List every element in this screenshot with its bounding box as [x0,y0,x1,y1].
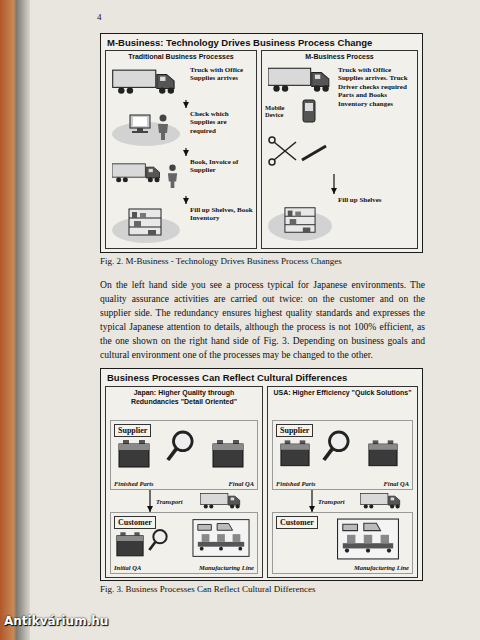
magnifier-icon [324,432,348,460]
party-box: SupplierFinished Parts Final QA [110,420,258,490]
figure-caption: Fig. 3. Business Processes Can Reflect C… [100,584,430,594]
book-spine [0,0,30,640]
flow-arrow [185,100,186,108]
figure-caption: Fig. 2. M-Business - Technology Drives B… [100,256,430,266]
label-holder: Fig. 2. M-Business - Technology Drives B… [100,256,430,266]
magnifier-icon [168,432,192,460]
truck-icon [200,493,239,508]
label-holder: On the left hand side you see a process … [100,278,425,361]
edge-label: Transport [317,498,346,505]
party-name: Customer [114,516,156,529]
part-label: Final QA [229,480,254,487]
process-panel: Traditional Business ProcessesTruck with… [105,50,257,249]
step-text: Fill up Shelves [338,194,415,204]
party-box: SupplierFinished Parts Final QA [272,420,413,490]
process-step: Truck with Office Supplies arrives. Truc… [264,64,415,174]
party-name: Supplier [276,424,313,437]
panel-title: Traditional Business Processes [106,51,256,64]
figure-ground [100,368,423,581]
part-label: Final QA [384,480,409,487]
part-label: Initial QA [114,564,141,571]
party-name: Supplier [114,424,151,437]
shelves-icon [129,209,161,235]
flow-arrow [185,196,186,204]
battery-icon [117,532,143,556]
label-holder: Antikvárium.hu [4,614,144,628]
manufacturing-line-icon [193,520,249,557]
magnifier-icon [149,530,166,550]
step-text: Fill up Shelves, Book Inventory [190,204,254,223]
mobile-screen [305,103,313,111]
battery-icon [213,440,243,467]
party-box: CustomerManufacturing Line [272,512,413,574]
process-panel: M-Business ProcessTruck with Office Supp… [261,50,418,249]
mobile-device-icon [303,100,315,122]
label-holder: Fig. 3. Business Processes Can Reflect C… [100,584,430,594]
manufacturing-line-icon [338,519,399,559]
process-step: Fill up Shelves, Book Inventory [108,204,254,246]
panel-title: M-Business Process [262,51,417,64]
page-ground [30,0,480,640]
figure-frame: Business Processes Can Reflect Cultural … [100,368,423,581]
tools-icon [269,137,326,165]
label-row: Finished Parts Final QA [114,480,254,487]
person-icon [158,115,168,141]
body-paragraph: On the left hand side you see a process … [100,278,425,361]
party-name: Customer [276,516,318,529]
shelves-icon [285,208,315,232]
truck-icon [113,70,174,94]
figure-title: M-Business: Technology Drives Business P… [101,34,422,51]
person-icon [168,164,177,188]
figure-frame: M-Business: Technology Drives Business P… [100,33,423,253]
panel-title: USA: Higher Efficiency "Quick Solutions" [268,387,417,400]
label-holder: Mobile Device [265,104,300,118]
culture-panel: Japan: Higher Quality through Redundanci… [105,386,263,578]
flow-arrow [185,148,186,156]
truck-icon [268,68,329,91]
flow-arrow [311,490,312,512]
part-label: Manufacturing Line [199,564,254,571]
computer-icon [130,115,150,133]
process-step: Truck with Office Supplies arrives [108,64,254,100]
label-row: Manufacturing Line [276,564,409,571]
truck-icon [112,164,160,182]
label-row: Initial QA Manufacturing Line [114,564,254,571]
truck-icon [360,493,399,508]
battery-icon [369,440,397,465]
culture-panel: USA: Higher Efficiency "Quick Solutions"… [267,386,418,578]
device-label: Mobile Device [265,104,300,118]
page-number: 4 [97,12,117,22]
edge-label: Transport [155,498,184,505]
step-text: Truck with Office Supplies arrives [190,64,254,83]
label-holder: 4 [97,12,117,22]
part-label: Finished Parts [276,480,316,487]
part-label: Finished Parts [114,480,154,487]
figure-title: Business Processes Can Reflect Cultural … [101,369,422,386]
battery-icon [281,440,309,465]
watermark: Antikvárium.hu [4,614,144,628]
step-text: Truck with Office Supplies arrives. Truc… [338,64,415,108]
label-row: Finished Parts Final QA [276,480,409,487]
part-label: Manufacturing Line [354,564,409,571]
battery-icon [119,440,149,467]
panel-title: Japan: Higher Quality through Redundanci… [106,387,262,409]
process-step: Fill up Shelves [264,194,415,246]
flow-arrow [149,490,150,512]
process-step: Check which Supplies are required [108,108,254,148]
process-step: Book, Invoice of Supplier [108,156,254,196]
step-text: Check which Supplies are required [190,108,254,135]
figure-ground [100,33,423,253]
flow-arrow [333,174,334,194]
party-box: CustomerInitial QA Manufacturing Line [110,512,258,574]
step-text: Book, Invoice of Supplier [190,156,254,175]
